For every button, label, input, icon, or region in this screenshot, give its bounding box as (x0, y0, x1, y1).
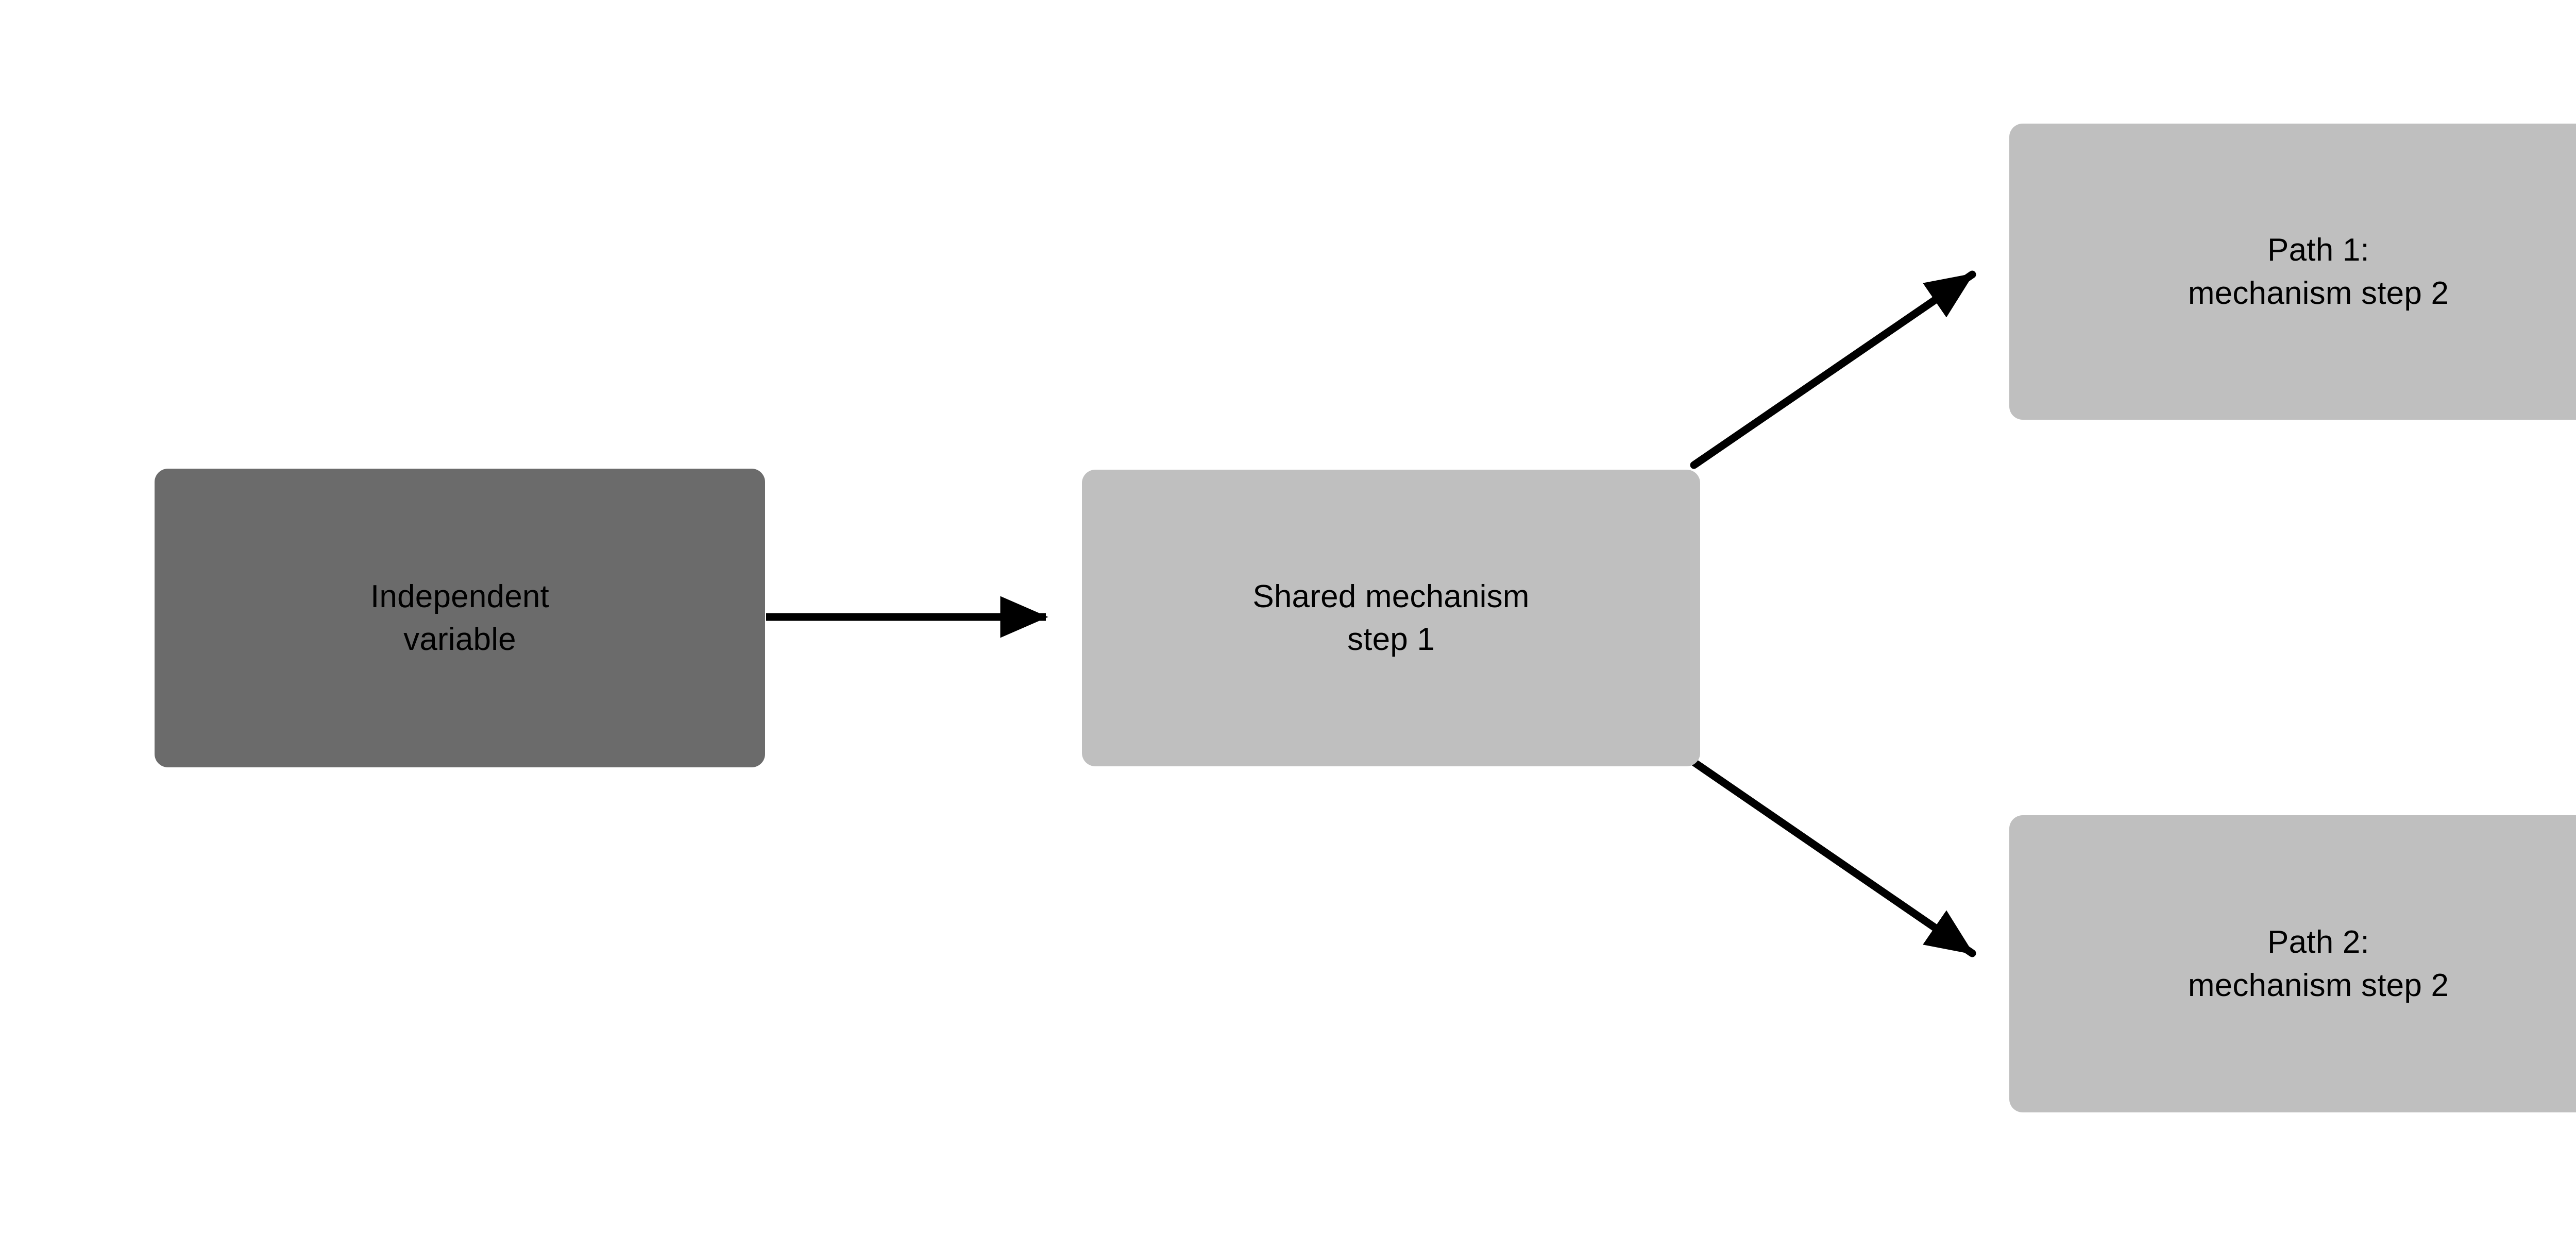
node-independent-variable-label: Independent variable (370, 578, 549, 657)
node-shared-mechanism-step-1[interactable]: Shared mechanism step 1 (1082, 470, 1700, 766)
edge-shared-path2 (1690, 758, 1976, 957)
edge-shared-path1 (1690, 270, 1976, 469)
node-independent-variable[interactable]: Independent variable (155, 469, 765, 767)
node-path-2-mechanism-step-2-label: Path 2: mechanism step 2 (2188, 924, 2449, 1003)
node-path-1-mechanism-step-2[interactable]: Path 1: mechanism step 2 (2009, 124, 2576, 420)
node-path-2-mechanism-step-2[interactable]: Path 2: mechanism step 2 (2009, 815, 2576, 1112)
node-path-1-mechanism-step-2-label: Path 1: mechanism step 2 (2188, 232, 2449, 311)
node-shared-mechanism-step-1-label: Shared mechanism step 1 (1252, 578, 1530, 657)
